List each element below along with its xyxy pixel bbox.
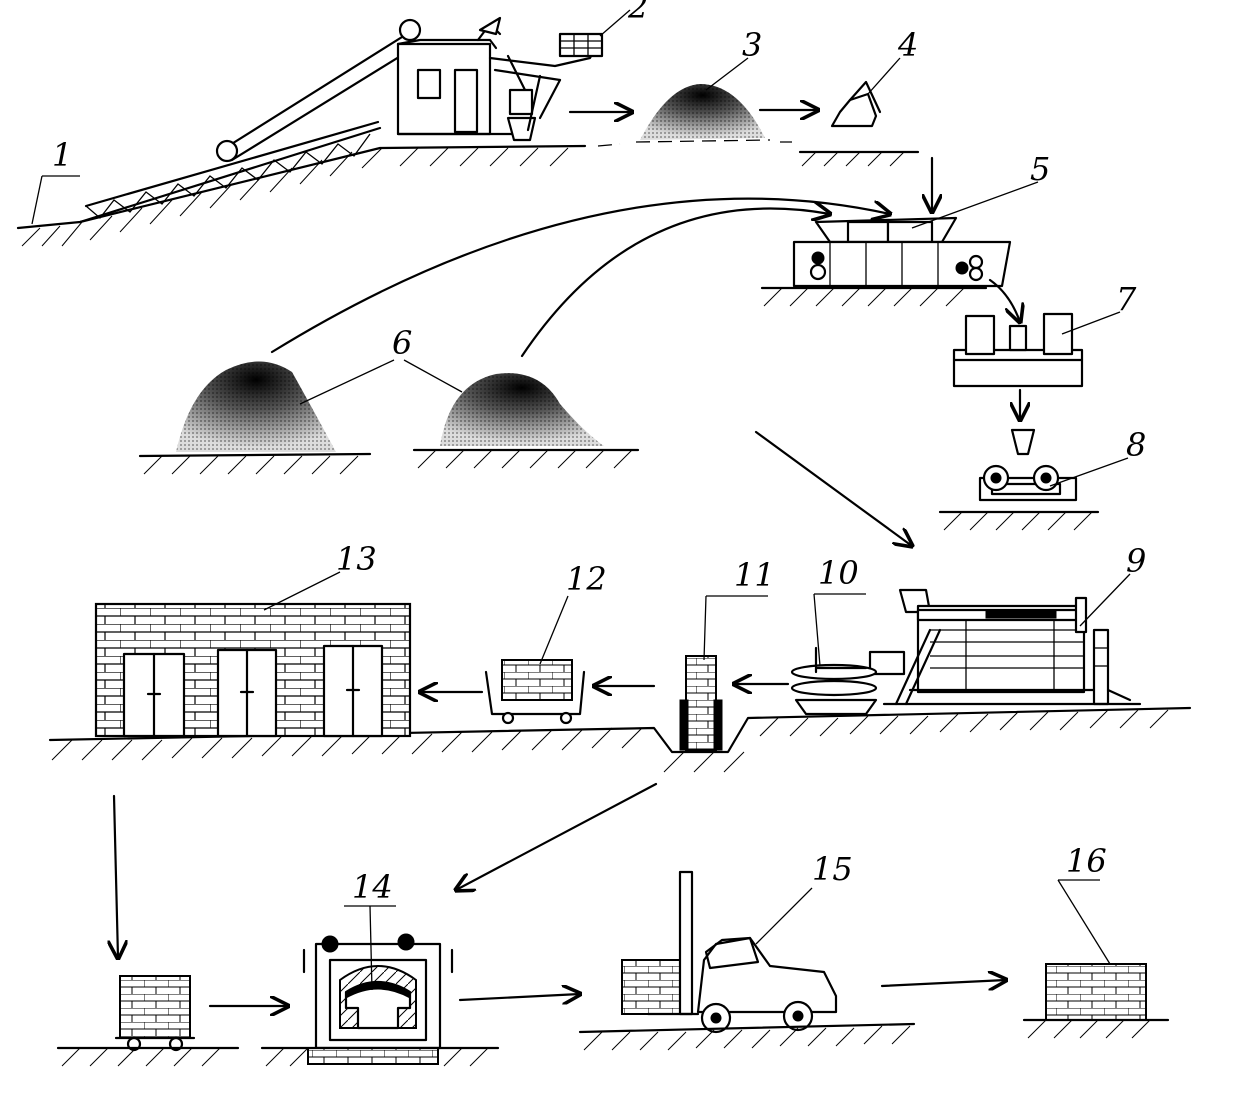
label-15: 15	[812, 850, 853, 888]
arrow-kiln-to-forklift	[460, 994, 580, 1000]
arrow-forklift-to-storage	[882, 980, 1006, 986]
label-5: 5	[1030, 150, 1050, 188]
multi-bucket-excavator	[398, 18, 602, 140]
arrow-dryer-down	[114, 796, 118, 958]
roller-mill-7	[954, 314, 1082, 386]
cutting-table-10	[792, 648, 876, 714]
label-13: 13	[336, 540, 377, 578]
drying-chamber-building-13	[96, 604, 410, 736]
clay-processing-machine-5	[762, 218, 1010, 306]
label-12: 12	[566, 560, 607, 598]
label-8: 8	[1126, 426, 1146, 464]
bucket-conveyor-truss	[80, 20, 420, 222]
ground-line-row4	[58, 1048, 238, 1066]
arrow-stack-to-kiln	[456, 784, 656, 890]
drying-cart-12	[486, 660, 584, 723]
label-11: 11	[734, 556, 775, 594]
pug-mill-8	[940, 430, 1098, 530]
clay-pile-3	[598, 84, 792, 146]
box-feeder-4	[800, 82, 918, 166]
brick-press-9	[870, 590, 1140, 704]
forklift-15	[580, 872, 914, 1050]
label-16: 16	[1066, 842, 1107, 880]
label-3: 3	[742, 26, 762, 64]
arrow-pile6b-to-mixer	[522, 208, 830, 356]
ground-line-quarry	[18, 146, 585, 246]
brick-stack-11	[680, 656, 722, 750]
label-14: 14	[352, 868, 393, 906]
label-1: 1	[52, 136, 72, 174]
kiln-cart-bricks	[116, 976, 194, 1050]
arrow-to-press-9	[756, 432, 912, 546]
finished-brick-storage-16	[1024, 964, 1168, 1038]
label-6: 6	[392, 324, 412, 362]
label-2: 2	[627, 0, 648, 26]
label-10: 10	[818, 554, 859, 592]
raw-material-piles-6	[140, 361, 638, 474]
